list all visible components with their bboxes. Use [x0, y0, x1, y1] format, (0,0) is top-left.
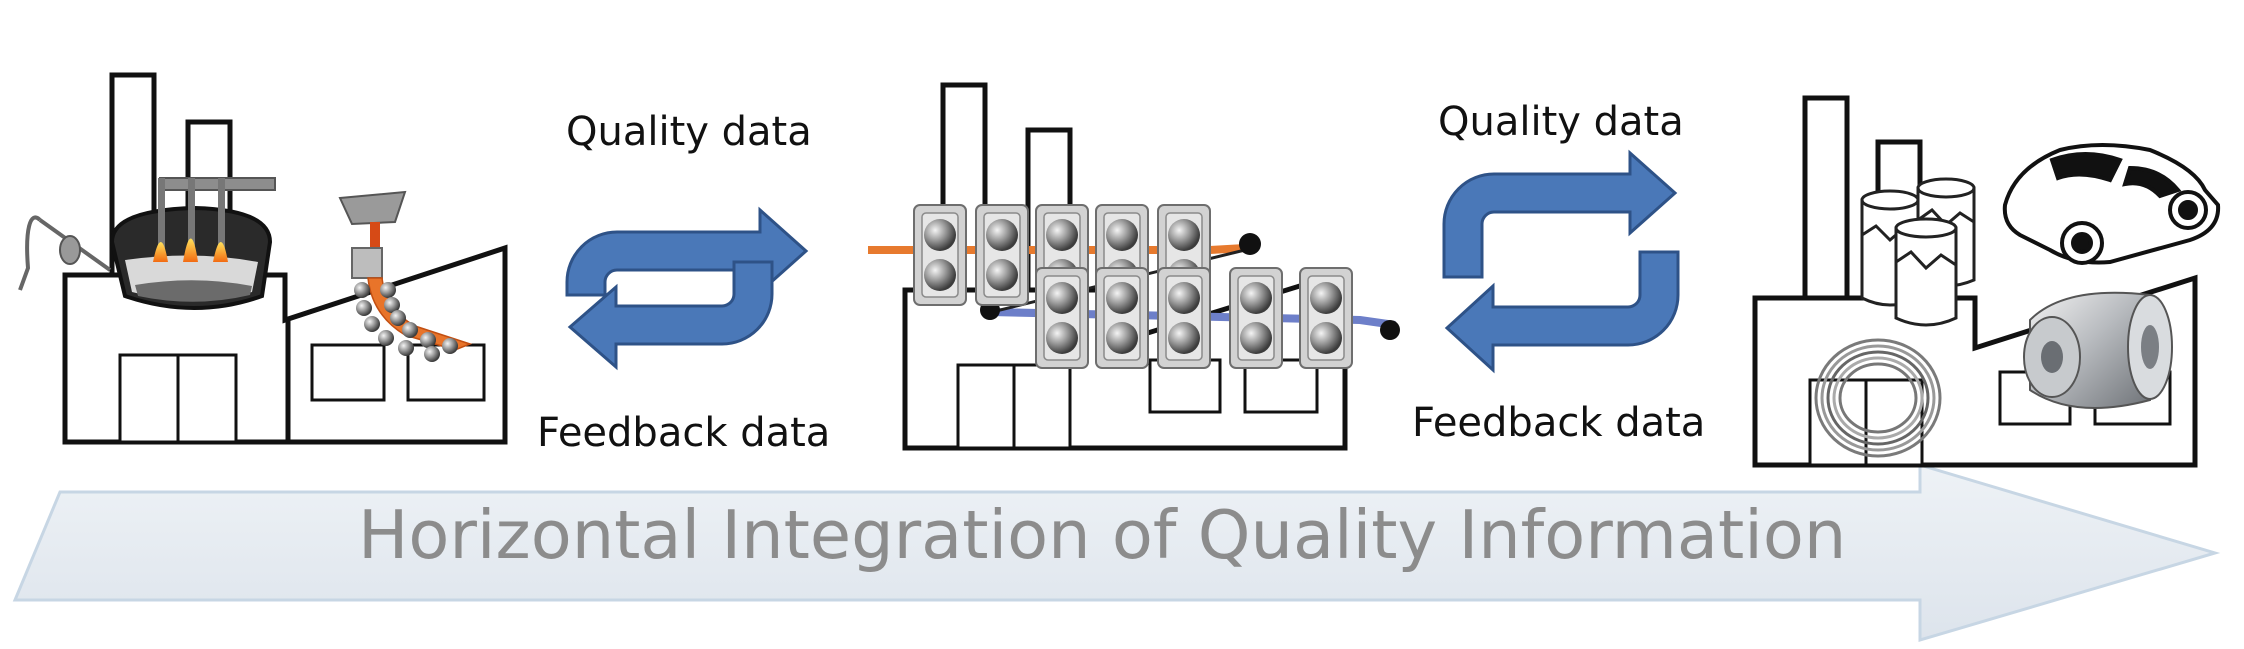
furnace-icon — [18, 177, 276, 310]
quality-data-label-left: Quality data — [566, 109, 812, 155]
metal-coil-icon — [2023, 291, 2173, 409]
chimney-5 — [1802, 95, 1850, 301]
banner-title: Horizontal Integration of Quality Inform… — [358, 496, 1847, 574]
rolling-stands-icon — [868, 204, 1400, 369]
feedback-data-label-right: Feedback data — [1412, 400, 1706, 446]
feedback-data-arrow-right — [1444, 250, 1680, 374]
integration-banner-arrow — [12, 462, 2221, 643]
quality-data-arrow-right — [1442, 149, 1678, 279]
quality-data-arrow-left — [565, 206, 809, 297]
feedback-data-label-left: Feedback data — [537, 410, 831, 456]
wire-coil-icon — [1814, 338, 1942, 458]
car-icon — [2002, 143, 2221, 265]
feedback-data-arrow-left — [567, 260, 774, 371]
continuous-caster-icon — [338, 190, 473, 362]
quality-data-label-right: Quality data — [1438, 99, 1684, 145]
cans-icon — [1860, 177, 1976, 327]
